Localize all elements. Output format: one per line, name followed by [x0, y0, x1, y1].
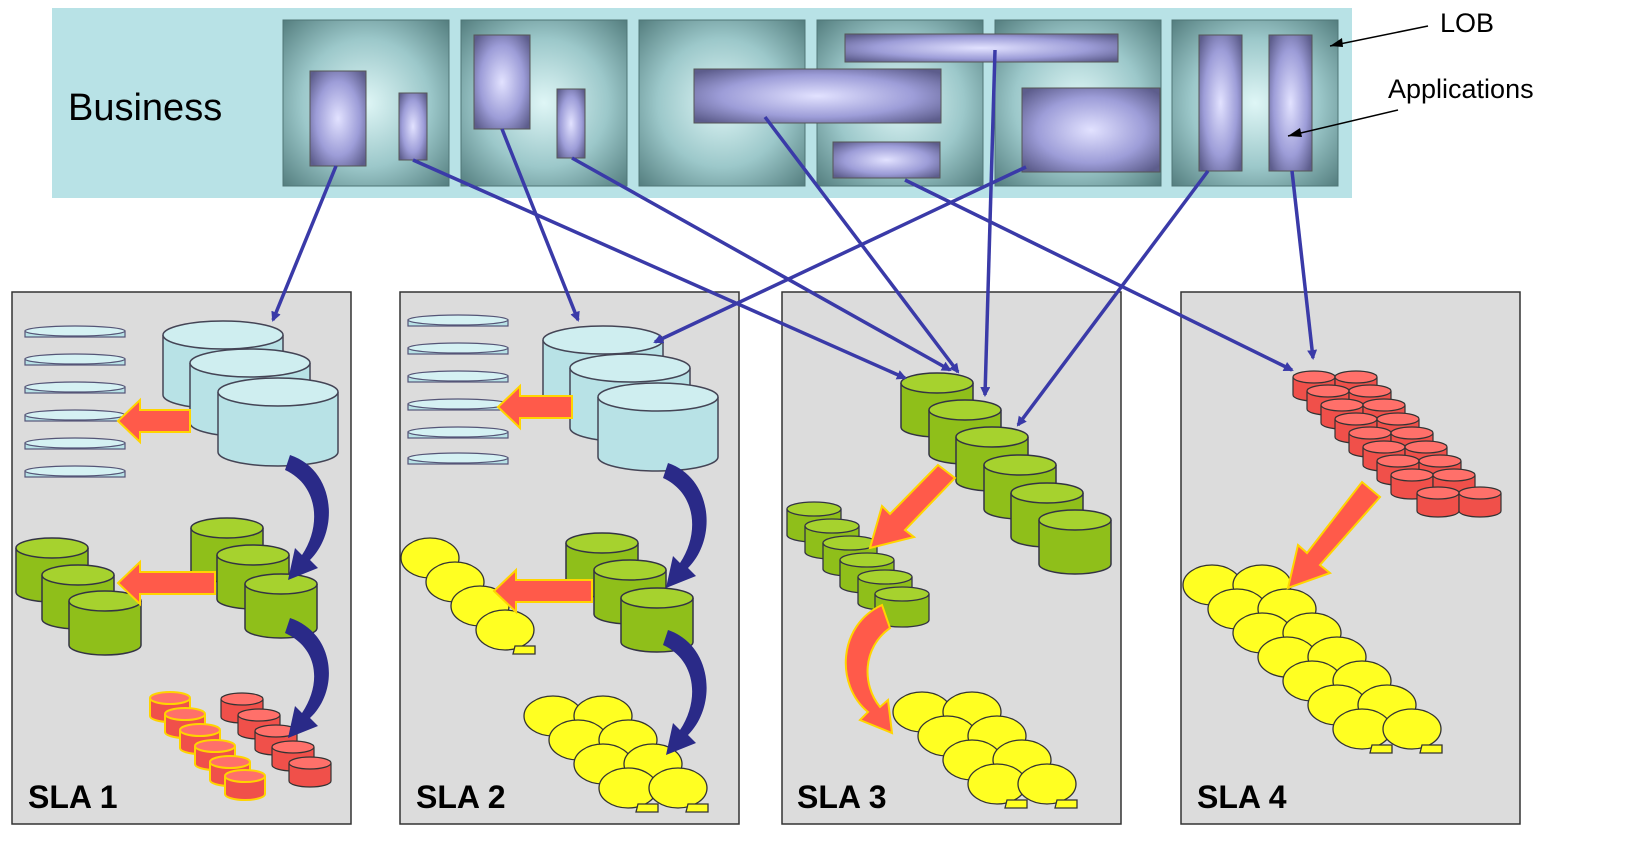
sla-label-1: SLA 1 — [28, 779, 118, 815]
migrate-arrow — [844, 603, 894, 735]
sla-label-4: SLA 4 — [1197, 779, 1287, 815]
applications-pointer — [1287, 109, 1399, 137]
link-arrow — [412, 158, 907, 380]
migrate-arrow — [663, 463, 707, 588]
link-arrow — [571, 156, 952, 372]
application-box — [556, 88, 586, 159]
business-label: Business — [68, 87, 222, 129]
migrate-arrow — [285, 455, 329, 580]
lob-tile — [1171, 19, 1339, 187]
copy-arrow — [496, 383, 573, 431]
application-box — [1021, 87, 1161, 173]
application-box — [309, 70, 367, 167]
applications-annotation: Applications — [1388, 74, 1534, 104]
link-arrow — [653, 165, 1027, 344]
application-boxes — [309, 33, 1313, 179]
application-box — [398, 92, 428, 161]
lob-pointer — [1329, 25, 1429, 47]
migrate-arrow — [663, 630, 707, 755]
link-arrow — [271, 165, 338, 322]
link-arrow — [1016, 169, 1210, 427]
copy-arrow — [868, 463, 957, 550]
application-box — [1198, 34, 1243, 172]
sla-4-storage — [1182, 370, 1502, 754]
business-band: Business — [52, 8, 1352, 198]
application-box — [844, 33, 1119, 63]
copy-arrow — [116, 397, 191, 445]
sla-1-storage — [15, 320, 339, 801]
copy-arrow — [1286, 480, 1382, 590]
copy-arrow — [116, 559, 216, 607]
application-box — [832, 141, 941, 179]
sla-label-3: SLA 3 — [797, 779, 887, 815]
application-box — [473, 34, 531, 130]
link-arrow — [500, 128, 580, 322]
migrate-arrow — [285, 618, 329, 738]
sla-2-storage — [400, 314, 719, 813]
sla-label-2: SLA 2 — [416, 779, 506, 815]
link-arrow — [1290, 170, 1318, 360]
copy-arrow — [492, 567, 593, 615]
application-links — [271, 49, 1318, 427]
application-box — [693, 68, 942, 124]
link-arrow — [904, 178, 1294, 372]
annotations: LOB Applications — [1287, 8, 1534, 137]
sla-3-storage — [786, 372, 1112, 809]
lob-annotation: LOB — [1440, 8, 1494, 38]
application-box — [1268, 34, 1313, 172]
